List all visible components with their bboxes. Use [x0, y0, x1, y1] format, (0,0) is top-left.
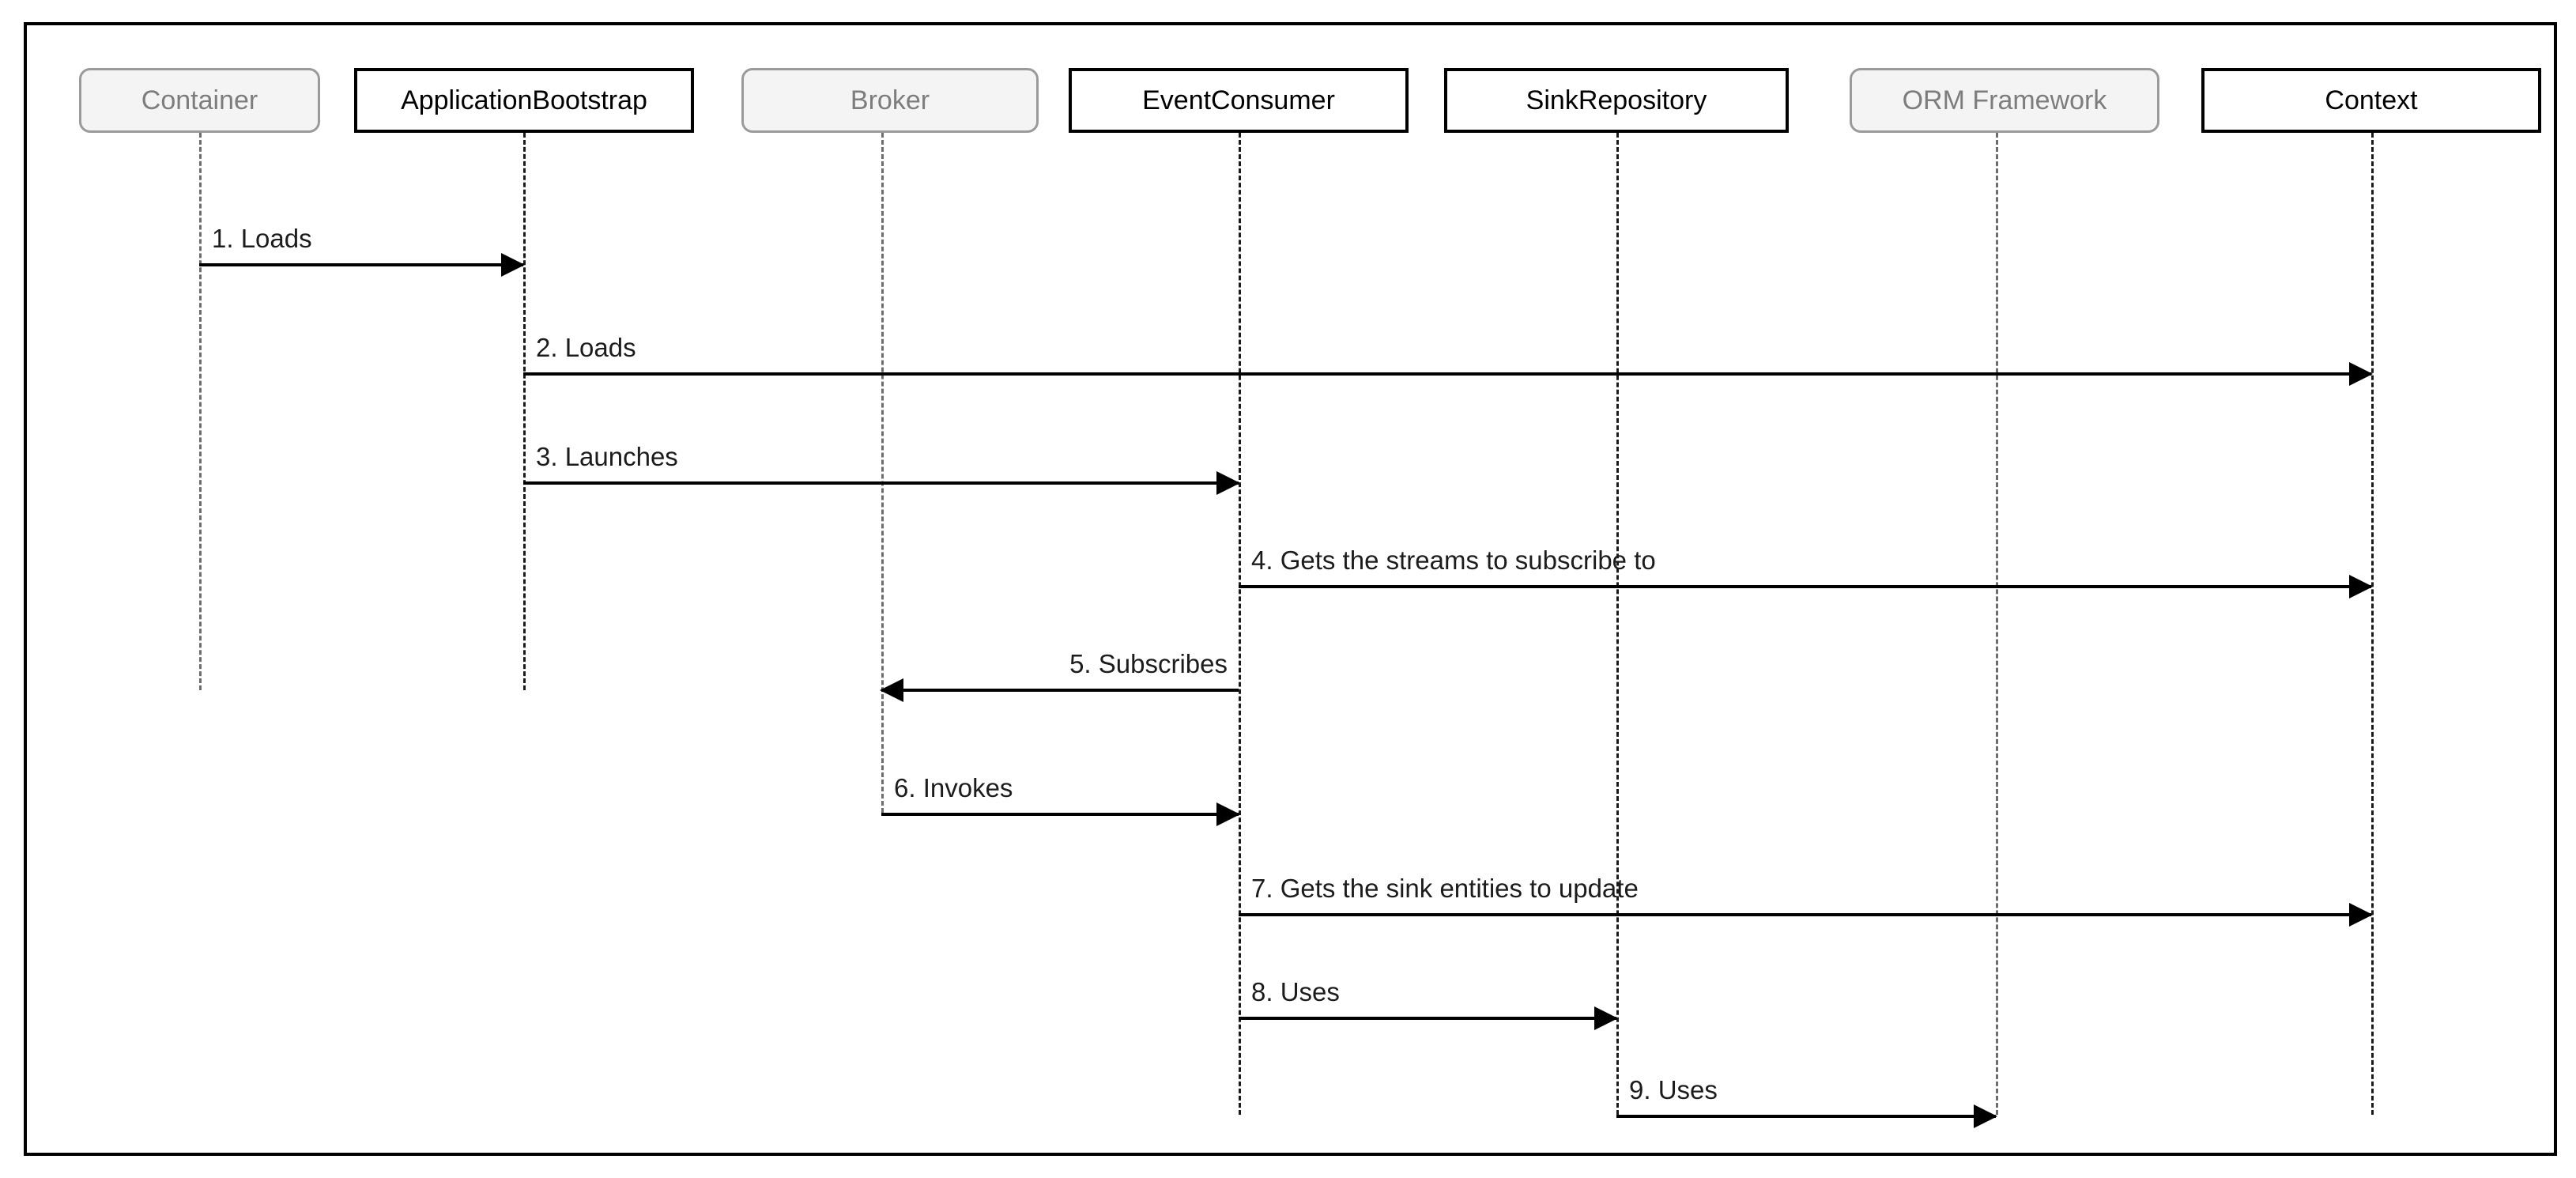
message-line: [523, 481, 1239, 485]
arrowhead-icon: [501, 253, 525, 277]
message-label: 9. Uses: [1629, 1075, 1718, 1104]
message-label: 3. Launches: [536, 442, 678, 471]
arrowhead-icon: [1216, 802, 1240, 826]
participant-container[interactable]: Container: [79, 68, 320, 133]
participant-broker[interactable]: Broker: [741, 68, 1039, 133]
arrowhead-icon: [2349, 903, 2373, 927]
message-label: 5. Subscribes: [1069, 649, 1228, 678]
message-label: 6. Invokes: [894, 773, 1013, 802]
diagram-canvas: Container ApplicationBootstrap Broker Event…: [24, 22, 2557, 1156]
arrowhead-icon: [1594, 1006, 1618, 1030]
participant-label: ApplicationBootstrap: [401, 85, 647, 115]
message-line: [1239, 913, 2371, 916]
participant-label: Container: [141, 85, 258, 115]
participant-sinkrepository[interactable]: SinkRepository: [1444, 68, 1789, 133]
message-line: [523, 372, 2371, 376]
lifeline-broker: [881, 133, 884, 813]
arrowhead-icon: [880, 678, 903, 702]
participant-label: Broker: [850, 85, 930, 115]
participant-label: ORM Framework: [1902, 85, 2107, 115]
participant-context[interactable]: Context: [2201, 68, 2541, 133]
message-label: 2. Loads: [536, 333, 636, 362]
participant-applicationbootstrap[interactable]: ApplicationBootstrap: [354, 68, 694, 133]
message-label: 4. Gets the streams to subscribe to: [1251, 546, 1656, 575]
participant-orm-framework[interactable]: ORM Framework: [1850, 68, 2159, 133]
arrowhead-icon: [2349, 362, 2373, 386]
lifeline-orm-framework: [1996, 133, 1998, 1115]
lifeline-context: [2371, 133, 2374, 1115]
message-label: 1. Loads: [212, 224, 312, 253]
arrowhead-icon: [2349, 575, 2373, 598]
participant-eventconsumer[interactable]: EventConsumer: [1069, 68, 1409, 133]
message-label: 7. Gets the sink entities to update: [1251, 874, 1639, 903]
message-line: [1239, 585, 2371, 588]
lifeline-container: [199, 133, 202, 690]
participant-label: Context: [2325, 85, 2418, 115]
message-line: [199, 263, 523, 266]
arrowhead-icon: [1216, 471, 1240, 495]
participant-label: EventConsumer: [1142, 85, 1335, 115]
message-line: [881, 813, 1239, 816]
message-label: 8. Uses: [1251, 977, 1340, 1006]
arrowhead-icon: [1974, 1104, 1997, 1128]
message-line: [881, 689, 1239, 692]
lifeline-applicationbootstrap: [523, 133, 526, 690]
message-line: [1616, 1115, 1996, 1118]
participant-label: SinkRepository: [1526, 85, 1707, 115]
lifeline-eventconsumer: [1239, 133, 1241, 1115]
lifeline-sinkrepository: [1616, 133, 1619, 1115]
message-line: [1239, 1017, 1616, 1020]
